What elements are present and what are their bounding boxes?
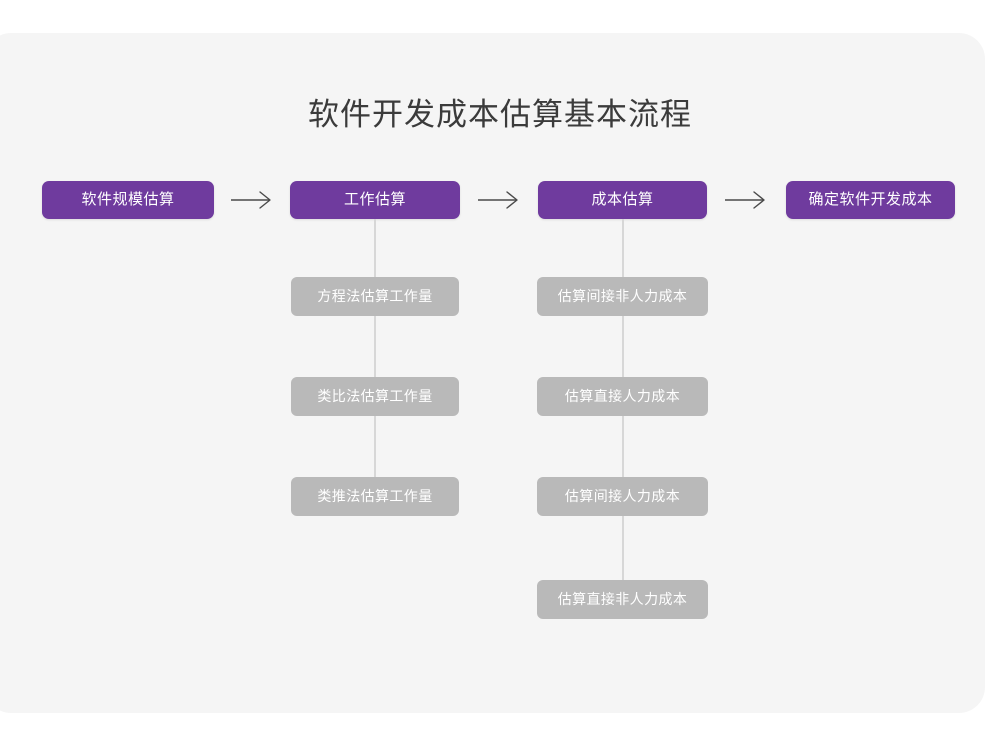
substep-effort-analogy-method[interactable]: 类比法估算工作量 xyxy=(291,377,459,416)
substep-effort-equation-method[interactable]: 方程法估算工作量 xyxy=(291,277,459,316)
substep-cost-indirect-labor[interactable]: 估算间接人力成本 xyxy=(537,477,708,516)
substep-cost-direct-nonlabor[interactable]: 估算直接非人力成本 xyxy=(537,580,708,619)
content-card xyxy=(0,33,985,713)
connector-line-effort xyxy=(374,219,376,499)
arrow-right-icon-2 xyxy=(477,190,523,210)
page-title: 软件开发成本估算基本流程 xyxy=(308,97,692,132)
substep-cost-indirect-nonlabor[interactable]: 估算间接非人力成本 xyxy=(537,277,708,316)
main-flow-row: 软件规模估算 工作估算 成本估算 xyxy=(0,181,1000,219)
substep-effort-extrapolation-method[interactable]: 类推法估算工作量 xyxy=(291,477,459,516)
arrow-right-icon-3 xyxy=(724,190,770,210)
substep-cost-direct-labor[interactable]: 估算直接人力成本 xyxy=(537,377,708,416)
arrow-right-icon-1 xyxy=(230,190,276,210)
flow-step-determine-development-cost[interactable]: 确定软件开发成本 xyxy=(786,181,955,219)
flow-step-work-estimation[interactable]: 工作估算 xyxy=(290,181,460,219)
flow-step-software-scale-estimation[interactable]: 软件规模估算 xyxy=(42,181,214,219)
flow-step-cost-estimation[interactable]: 成本估算 xyxy=(538,181,707,219)
